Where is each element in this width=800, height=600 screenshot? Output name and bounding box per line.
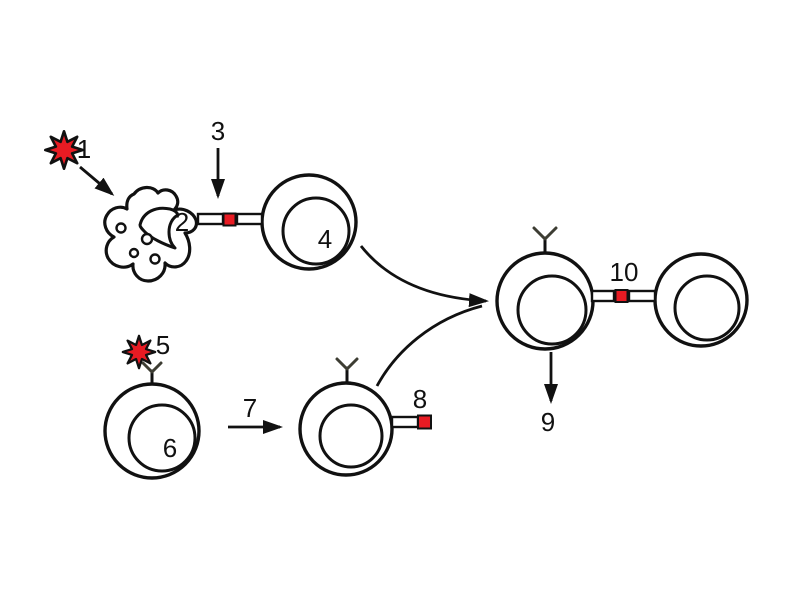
mhc-connector-bar-left [196,212,225,226]
cell-8-connector-bar [390,415,420,429]
antigen-peptide-square-8 [417,414,432,430]
central-helper-cell-nucleus [516,274,588,346]
right-effector-cell-nucleus [673,274,741,342]
label-5: 5 [156,330,170,360]
label-7: 7 [243,393,257,423]
label-6: 6 [163,433,177,463]
complex-10-bar-right [627,289,657,303]
label-1: 1 [77,134,91,164]
t-cell-4-nucleus [281,196,351,266]
antigen-starburst-5-icon [121,334,157,370]
label-2: 2 [175,207,189,237]
antigen-peptide-square-10 [614,289,629,303]
b-cell-6-nucleus [127,403,197,473]
phagosome-crescent [138,206,180,250]
antigen-uptake-arrow [79,165,115,196]
vesicle-dot [140,232,154,246]
activated-b-cell-8-nucleus [318,403,384,469]
b-cell-6-receptor-arms-icon [141,361,163,374]
activation-arrow-from-cell-8 [375,304,483,387]
vesicle-dot [128,247,140,259]
label-9: 9 [541,407,555,437]
activation-arrow-from-cell-4 [359,245,489,308]
label-3: 3 [211,116,225,146]
vesicle-dot [149,253,161,265]
label-4: 4 [318,224,332,254]
mhc-connector-bar-right [235,212,264,226]
vesicle-dot [115,222,127,234]
complex-10-bar-left [590,289,616,303]
central-cell-receptor-arms-icon [532,226,558,241]
label-10: 10 [610,257,639,287]
label-8: 8 [413,384,427,414]
antigen-peptide-square-3 [222,212,237,227]
b-cell-8-receptor-arms-icon [335,357,359,371]
